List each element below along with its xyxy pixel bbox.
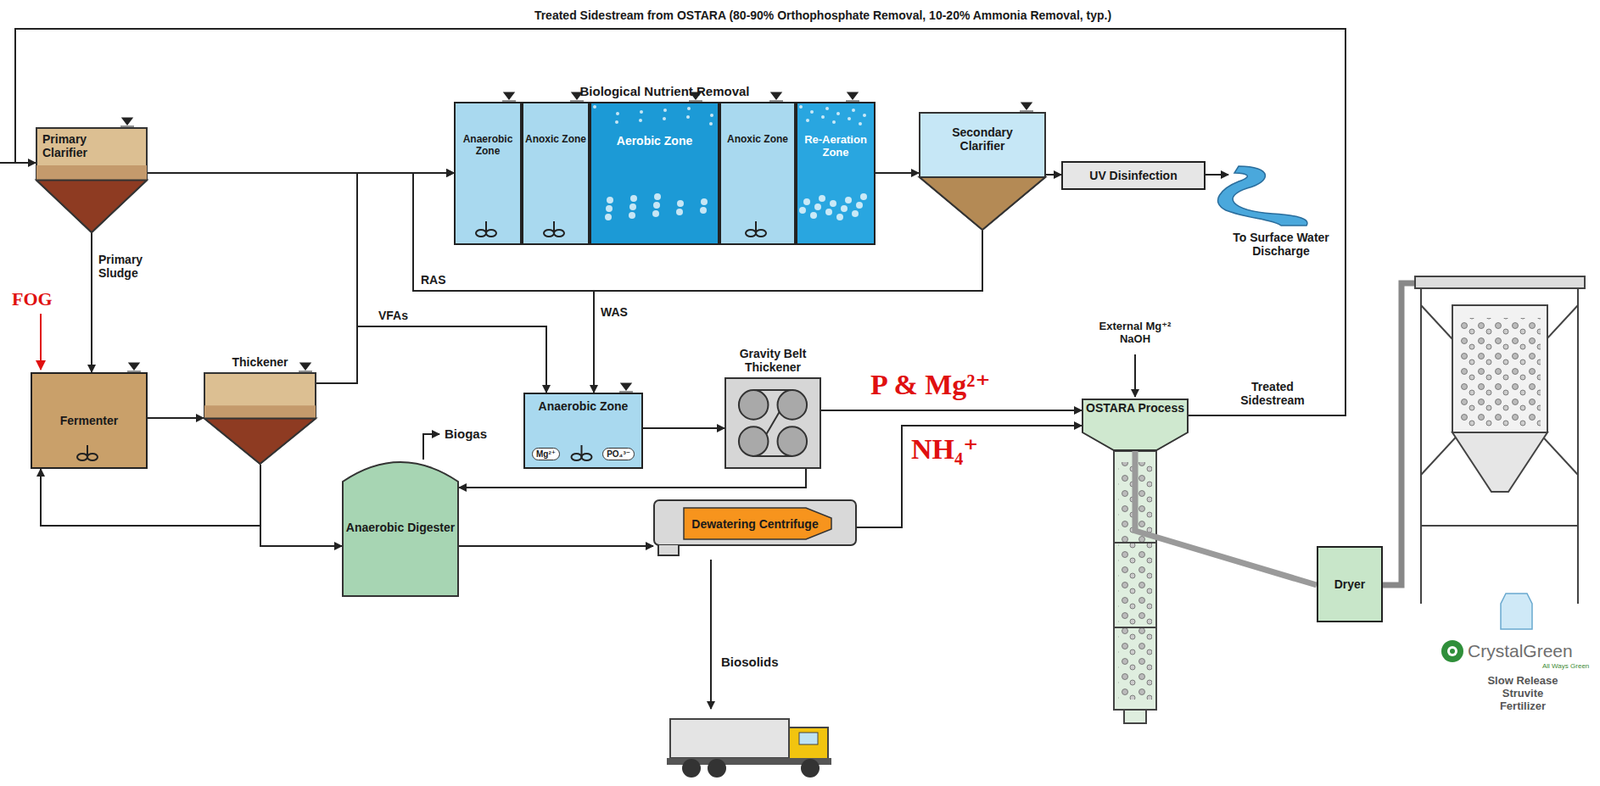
- node-shape: [724, 377, 822, 470]
- flow-arrow: [316, 326, 547, 393]
- edge-label: Primary Sludge: [98, 252, 158, 280]
- flow-arrow: [643, 427, 725, 430]
- node-label: Biological Nutrient Removal: [453, 83, 876, 99]
- process-band: Biological Nutrient RemovalAnaerobic Zon…: [453, 101, 876, 246]
- flow-arrow: [856, 425, 1082, 528]
- flow-arrow: [40, 464, 261, 526]
- clarifier-tank: Secondary Clarifier: [918, 111, 1047, 231]
- zone-box: Anoxic Zone: [719, 101, 796, 246]
- text-label: Slow Release Struvite Fertilizer: [1480, 675, 1566, 714]
- chemical-feed-arrow: [1134, 354, 1136, 398]
- node-label: Gravity Belt Thickener: [724, 346, 822, 375]
- flow-arrow: [593, 230, 983, 393]
- zone-box: Aerobic Zone: [589, 101, 720, 246]
- zone-box: Anaerobic Zone: [453, 101, 522, 246]
- water-level-marks: [120, 92, 1034, 392]
- node-label: Primary Clarifier: [42, 132, 111, 160]
- node-label: Thickener: [203, 355, 317, 370]
- node-label: Fermenter: [60, 413, 118, 428]
- conveyor: [1135, 451, 1317, 586]
- edge-label: VFAs: [378, 308, 409, 323]
- edge-label: P & Mg²⁺: [870, 368, 991, 402]
- process-box: UV Disinfection: [1061, 161, 1206, 191]
- node-label: Anoxic Zone: [727, 134, 789, 146]
- flow-arrow: [458, 545, 654, 548]
- node-shape: [719, 101, 796, 246]
- text-label: External Mg⁺² NaOH: [1092, 320, 1178, 347]
- node-label: Re-Aeration Zone: [797, 134, 874, 160]
- node-label: OSTARA Process: [1085, 401, 1185, 415]
- node-shape: [521, 101, 590, 246]
- river: [1218, 166, 1308, 226]
- node-label: Anaerobic Digester: [346, 520, 455, 535]
- clarifier-tank: Primary Clarifier: [35, 127, 148, 234]
- fog-arrow: [39, 313, 42, 370]
- node-label: Anoxic Zone: [525, 134, 587, 146]
- text-label: To Surface Water Discharge: [1225, 230, 1337, 258]
- flow-arrow: [90, 233, 93, 373]
- process-box: Dryer: [1316, 546, 1383, 623]
- text-label: Biosolids: [721, 654, 779, 670]
- thickener-tank: Thickener: [203, 372, 317, 465]
- node-shape: [795, 101, 876, 246]
- text-label: All Ways Green: [1542, 662, 1589, 671]
- digester-tank: Anaerobic Digester: [341, 458, 459, 598]
- fertilizer-bag: [1500, 593, 1533, 630]
- discharge-arrow: [1205, 173, 1229, 176]
- zone-box: Anaerobic ZoneMg²⁺ PO₄³⁻: [523, 392, 644, 470]
- node-label: Anaerobic Zone: [538, 399, 629, 414]
- flow-arrow: [458, 469, 806, 488]
- fermenter-tank: Fermenter: [30, 372, 148, 470]
- edge-label: WAS: [600, 305, 628, 319]
- node-label: Dryer: [1334, 577, 1366, 592]
- flow-arrow: [316, 173, 454, 384]
- centrifuge-unit: Dewatering Centrifuge: [653, 499, 857, 557]
- flow-arrow: [821, 409, 1082, 412]
- truck: [666, 719, 832, 778]
- storage-silo: [1415, 276, 1585, 605]
- flow-arrow: [15, 28, 1346, 416]
- flow-arrow: [1046, 173, 1062, 176]
- flow-arrow: [147, 417, 204, 420]
- edge-label: NH₄⁺: [911, 432, 979, 466]
- node-shape: [589, 101, 720, 246]
- thickener-unit: Gravity Belt Thickener: [724, 377, 822, 470]
- flow-arrow: [260, 464, 342, 547]
- product-pipe: [1382, 283, 1443, 586]
- biosolids-arrow: [710, 559, 712, 710]
- node-label: Anaerobic Zone: [455, 134, 521, 158]
- zone-box: Anoxic Zone: [521, 101, 590, 246]
- flow-arrow: [875, 172, 919, 174]
- node-label: Mg²⁺: [531, 447, 560, 462]
- reactor-unit: OSTARA Process: [1081, 398, 1189, 452]
- biogas-arrow: [423, 434, 440, 460]
- node-shape: [453, 101, 522, 246]
- text-label: CrystalGreen: [1467, 641, 1573, 662]
- edge-label: Treated Sidestream from OSTARA (80-90% O…: [398, 8, 1248, 23]
- text-label: Treated Sidestream: [1221, 380, 1324, 408]
- node-shape: [203, 372, 317, 465]
- node-label: Secondary Clarifier: [944, 125, 1021, 153]
- node-label: Dewatering Centrifuge: [691, 517, 818, 532]
- node-label: UV Disinfection: [1089, 168, 1177, 183]
- node-label: Aerobic Zone: [616, 134, 693, 148]
- zone-box: Re-Aeration Zone: [795, 101, 876, 246]
- text-label: FOG: [11, 288, 53, 310]
- node-label: PO₄³⁻: [602, 447, 635, 462]
- logo-mark: [1441, 640, 1464, 663]
- text-label: Biogas: [444, 426, 487, 442]
- edge-label: RAS: [420, 273, 447, 287]
